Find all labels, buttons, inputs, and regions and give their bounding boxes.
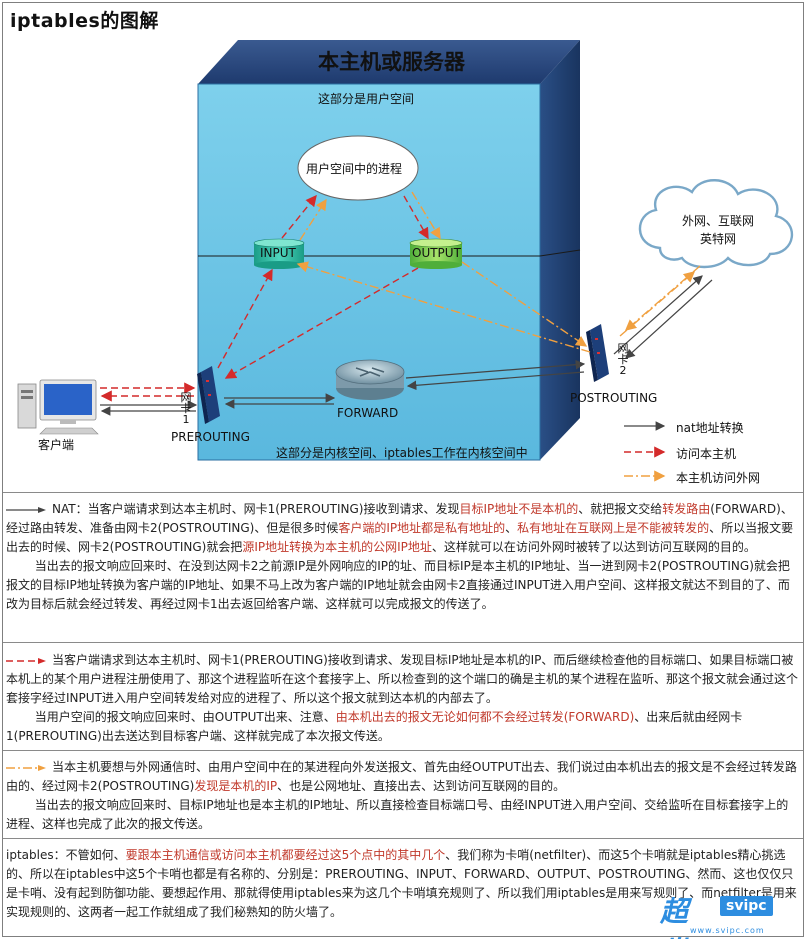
summary-text: 、我们称为卡哨(netfilter)、而这5个卡哨就是iptables精心挑选的… <box>6 848 797 919</box>
separator <box>3 838 803 839</box>
nat-highlight: 转发路由 <box>662 502 711 516</box>
postrouting-label: POSTROUTING <box>570 391 658 405</box>
nic2-label: 网卡2 <box>617 342 629 377</box>
kernel-space-label: 这部分是内核空间、iptables工作在内核空间中 <box>276 446 528 460</box>
local-text: 当客户端请求到达本主机时、网卡1(PREROUTING)接收到请求、发现目标IP… <box>6 653 799 705</box>
nic1-label: 网卡1 <box>180 391 192 426</box>
outbound-text: 、也是公网地址、直接出去、达到访问互联网的目的。 <box>277 779 566 793</box>
client-computer-icon <box>17 379 99 435</box>
side-divider <box>539 249 581 257</box>
diagram-canvas <box>17 40 793 482</box>
legend-nat: nat地址转换 <box>676 421 744 435</box>
user-space-label: 这部分是用户空间 <box>318 92 415 106</box>
process-label: 用户空间中的进程 <box>306 162 403 176</box>
nic2-icon <box>586 324 609 382</box>
output-chain <box>409 238 463 269</box>
legend-local: 访问本主机 <box>676 447 737 461</box>
local-text: 、出来后就由经网卡1(PREROUTING)出去送达到目标客户端、这样就完成了本… <box>6 710 743 743</box>
separator <box>3 750 803 751</box>
page-title: iptables的图解 <box>10 10 159 32</box>
separator <box>3 642 803 643</box>
nat-highlight: 客户端的IP地址都是私有地址的 <box>338 521 506 535</box>
client-label: 客户端 <box>38 438 75 452</box>
summary-text: iptables：不管如何、 <box>6 848 126 862</box>
nat-text: 、这样就可以在访问外网时被转了以达到访问互联网的目的。 <box>431 540 756 554</box>
nat-text: 、 <box>505 521 518 535</box>
legend-outbound: 本主机访问外网 <box>676 471 761 485</box>
summary-highlight: 要跟本主机通信或访问本主机都要经过这5个点中的其中几个 <box>125 848 446 862</box>
legend-symbols <box>624 421 666 482</box>
outbound-highlight: 发现是本机的IP <box>194 779 278 793</box>
separator <box>3 492 803 493</box>
host-title: 本主机或服务器 <box>318 50 465 74</box>
summary-explanation: iptables：不管如何、要跟本主机通信或访问本主机都要经过这5个点中的其中几… <box>6 846 798 922</box>
outbound-explanation: 当本主机要想与外网通信时、由用户空间中在的某进程向外发送报文、首先由经OUTPU… <box>6 758 798 834</box>
cloud-label-line1: 外网、互联网 <box>682 214 755 228</box>
outbound-line-icon <box>6 764 46 771</box>
nat-highlight: 源IP地址转换为本主机的公网IP地址 <box>242 540 432 554</box>
nat-text: 、就把报文交给 <box>578 502 663 516</box>
local-access-explanation: 当客户端请求到达本主机时、网卡1(PREROUTING)接收到请求、发现目标IP… <box>6 651 798 746</box>
input-label: INPUT <box>260 246 296 260</box>
nat-paths <box>100 275 713 416</box>
process-ellipse <box>297 135 419 201</box>
nat-response-text: 当出去的报文响应回来时、在没到达网卡2之前源IP是外网响应的IP的址、而目标IP… <box>6 559 790 611</box>
local-highlight: 由本机出去的报文无论如何都不会经过转发(FORWARD) <box>335 710 635 724</box>
box-side-face <box>540 40 580 460</box>
output-label: OUTPUT <box>412 246 461 260</box>
box-top-face <box>198 40 580 84</box>
local-line-icon <box>6 657 46 664</box>
nat-highlight: 私有地址在互联网上是不能被转发的 <box>517 521 710 535</box>
outbound-paths <box>296 191 701 353</box>
watermark-brand: svipc <box>720 896 773 916</box>
nic1-icon <box>197 366 220 424</box>
nat-text: 、所以当报文要出去的时候、网卡2(POSTROUTING)就会把 <box>6 521 794 554</box>
nat-highlight: 目标IP地址不是本机的 <box>459 502 579 516</box>
cloud-label-line2: 英特网 <box>700 232 737 246</box>
watermark-url: www.svipc.com <box>690 926 765 935</box>
input-chain <box>253 238 305 269</box>
nat-text: (FORWARD)、经过路由转发、准备由网卡2(POSTROUTING)、但是很… <box>6 502 793 535</box>
outbound-text: 当本主机要想与外网通信时、由用户空间中在的某进程向外发送报文、首先由经OUTPU… <box>6 760 797 793</box>
outbound-response-text: 当出去的报文响应回来时、目标IP地址也是本主机的IP地址、所以直接检查目标端口号… <box>6 798 789 831</box>
nat-line-icon <box>6 506 46 513</box>
prerouting-label: PREROUTING <box>171 430 250 444</box>
nat-text: NAT：当客户端请求到达本主机时、网卡1(PREROUTING)接收到请求、发现 <box>52 502 460 516</box>
local-text: 当用户空间的报文响应回来时、由OUTPUT出来、注意、 <box>34 710 336 724</box>
watermark-name: 超世 <box>660 895 688 939</box>
nat-explanation: NAT：当客户端请求到达本主机时、网卡1(PREROUTING)接收到请求、发现… <box>6 500 798 614</box>
local-access-paths <box>100 194 429 402</box>
iptables-diagram: 本主机或服务器 这部分是用户空间 这部分是内核空间、iptables工作在内核空… <box>17 40 793 485</box>
router-icon <box>335 359 405 400</box>
forward-label: FORWARD <box>337 406 399 420</box>
